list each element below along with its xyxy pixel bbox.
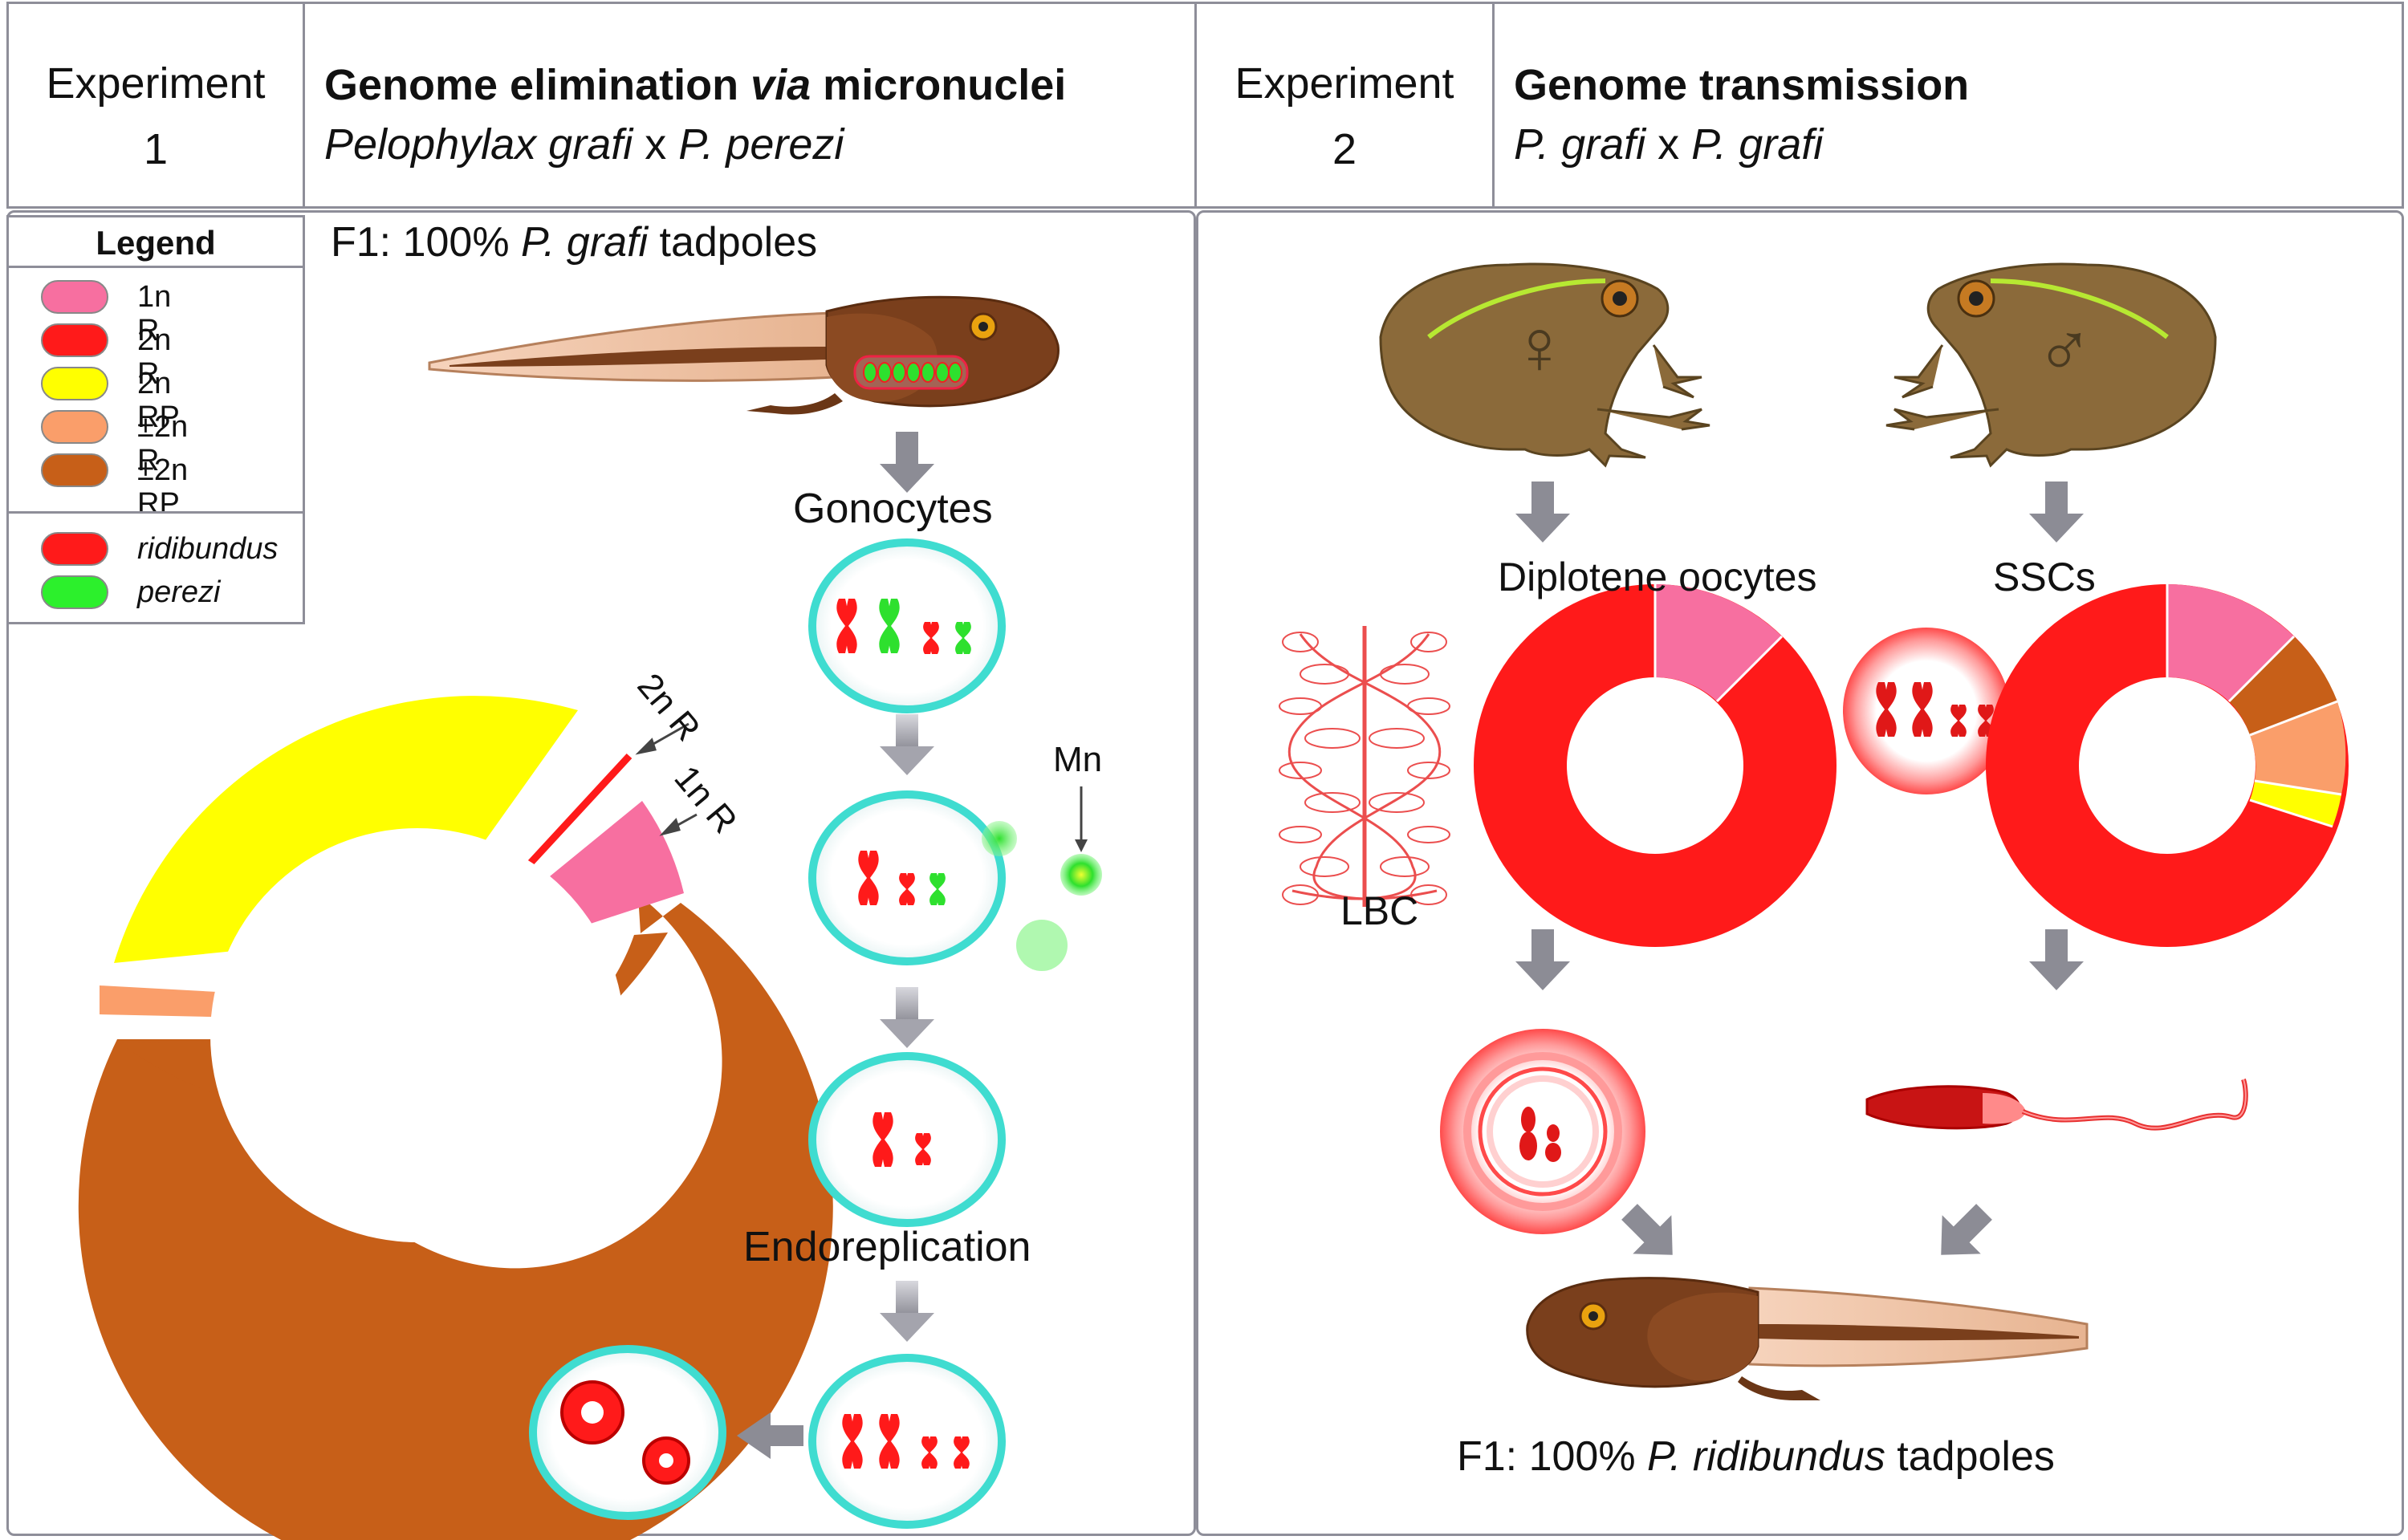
lbc-label: LBC <box>1340 888 1419 933</box>
legend-swatch <box>41 323 108 357</box>
ssc-donut-chart <box>1986 584 2349 947</box>
oocyte-slice-1nR <box>1655 584 1782 701</box>
exp2-title-cell: Genome transmission P. grafi x P. grafi <box>1492 2 2404 209</box>
endoreplication-label: Endoreplication <box>743 1224 1031 1270</box>
arrow-down <box>880 1281 934 1342</box>
gonocytes-label: Gonocytes <box>793 486 993 532</box>
arrow-down <box>2029 482 2084 542</box>
mn-label: Mn <box>1053 740 1103 779</box>
donut-slice-2nR <box>520 753 633 874</box>
gonocyte-cell-1 <box>808 538 1006 713</box>
arrow-down <box>1515 482 1570 542</box>
male-symbol-icon: ♂ <box>2036 307 2093 393</box>
donut-annotation-arrows <box>635 722 698 836</box>
donut-slice-pm2nR <box>100 985 247 1018</box>
male-frog <box>1885 262 2217 468</box>
female-frog <box>1379 262 1710 468</box>
endoreplicated-cell <box>808 1354 1006 1529</box>
legend-swatch <box>41 367 108 400</box>
ssc-cell <box>1843 628 2010 794</box>
exp2-f1-caption: F1: 100% P. ridibundus tadpoles <box>1457 1433 2055 1480</box>
oocytes-label: Diplotene oocytes <box>1498 555 1817 599</box>
legend-label: ridibundus <box>137 532 279 566</box>
arrow-diagonal-right <box>1621 1204 1673 1255</box>
arrow-down <box>1515 929 1570 990</box>
gonocyte-cell-3 <box>808 1052 1006 1227</box>
sperm-cell <box>1865 1079 2248 1131</box>
legend-box: Legend 1n R 2n R 2n RP ±2n R ±2n RP ridi… <box>6 215 305 624</box>
legend-label: perezi <box>137 575 221 609</box>
arrow-diagonal-left <box>1941 1204 1992 1255</box>
legend-swatch <box>41 410 108 444</box>
exp2-number-cell: Experiment 2 <box>1194 2 1495 209</box>
arrow-down <box>2029 929 2084 990</box>
exp1-number-cell: Experiment 1 <box>6 2 305 209</box>
legend-title: Legend <box>9 221 303 268</box>
arrow-down <box>880 714 934 775</box>
oocyte-donut-chart <box>1474 584 1837 947</box>
sscs-label: SSCs <box>1993 555 2096 599</box>
exp2-tadpole <box>1526 1277 2089 1400</box>
exp1-title-cell: Genome elimination via micronuclei Pelop… <box>303 2 1197 209</box>
exp1-title: Genome elimination via micronuclei <box>324 61 1067 109</box>
legend-label: 1n R <box>137 280 172 347</box>
legend-divider <box>9 511 303 514</box>
legend-label: 2n RP <box>137 367 180 434</box>
ssc-slice-2nRP <box>2250 781 2341 827</box>
legend-swatch <box>41 532 108 566</box>
exp2-label: Experiment <box>1235 59 1454 108</box>
exp1-tadpole <box>428 295 1060 415</box>
lampbrush-chromosome <box>1279 626 1450 907</box>
ssc-slice-1nR <box>2167 584 2294 701</box>
legend-label: 2n R <box>137 323 172 391</box>
exp1-f1-caption: F1: 100% P. grafi tadpoles <box>331 219 818 266</box>
arrow-down <box>880 987 934 1048</box>
gonocyte-cell-2 <box>808 790 1017 965</box>
female-symbol-icon: ♀ <box>1511 304 1568 390</box>
exp2-title: Genome transmission <box>1514 61 1970 109</box>
legend-swatch <box>41 453 108 487</box>
legend-swatch <box>41 575 108 609</box>
exp1-number: 1 <box>143 125 169 173</box>
exp2-cross: P. grafi x P. grafi <box>1514 120 1824 169</box>
bivalent-cell <box>529 1345 726 1520</box>
oocyte-egg <box>1440 1029 1645 1234</box>
exp1-cross: Pelophylax grafi x P. perezi <box>324 120 844 169</box>
legend-swatch <box>41 280 108 314</box>
exp2-number: 2 <box>1332 125 1357 173</box>
ssc-slice-pm2nRP <box>2229 636 2337 735</box>
ssc-slice-pm2nR <box>2250 701 2346 794</box>
legend-label: ±2n R <box>137 410 189 477</box>
donut-hole <box>210 828 624 1242</box>
micronucleus <box>1016 786 1102 971</box>
arrow-left <box>737 1412 803 1459</box>
exp1-label: Experiment <box>46 59 266 108</box>
arrow-down <box>880 432 934 493</box>
donut-slice-2nRP <box>114 696 578 963</box>
legend-label: ±2n RP <box>137 453 189 521</box>
